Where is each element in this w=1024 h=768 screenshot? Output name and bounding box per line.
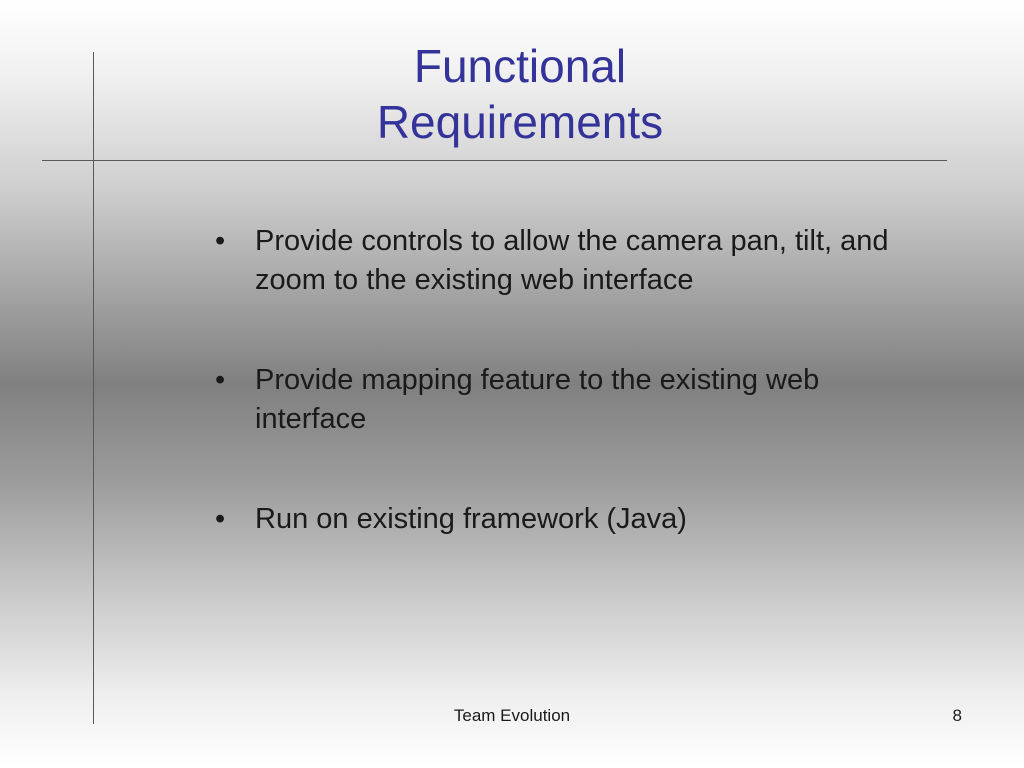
bullet-list: • Provide controls to allow the camera p… bbox=[213, 222, 933, 600]
page-number: 8 bbox=[952, 706, 962, 725]
footer-text: Team Evolution bbox=[453, 706, 571, 725]
bullet-icon: • bbox=[215, 503, 226, 535]
vertical-rule bbox=[93, 52, 94, 724]
bullet-item: • Run on existing framework (Java) bbox=[213, 500, 933, 539]
bullet-text: Provide controls to allow the camera pan… bbox=[255, 225, 889, 296]
bullet-item: • Provide mapping feature to the existin… bbox=[213, 361, 933, 439]
slide-title-line-1: Functional bbox=[413, 40, 627, 92]
bullet-icon: • bbox=[215, 364, 226, 396]
bullet-item: • Provide controls to allow the camera p… bbox=[213, 222, 933, 300]
horizontal-rule bbox=[42, 160, 947, 161]
bullet-text: Provide mapping feature to the existing … bbox=[255, 364, 820, 435]
bullet-icon: • bbox=[215, 225, 226, 257]
bullet-text: Run on existing framework (Java) bbox=[255, 503, 687, 535]
slide-title: Functional Requirements bbox=[130, 38, 910, 150]
slide-title-line-2: Requirements bbox=[376, 96, 664, 148]
